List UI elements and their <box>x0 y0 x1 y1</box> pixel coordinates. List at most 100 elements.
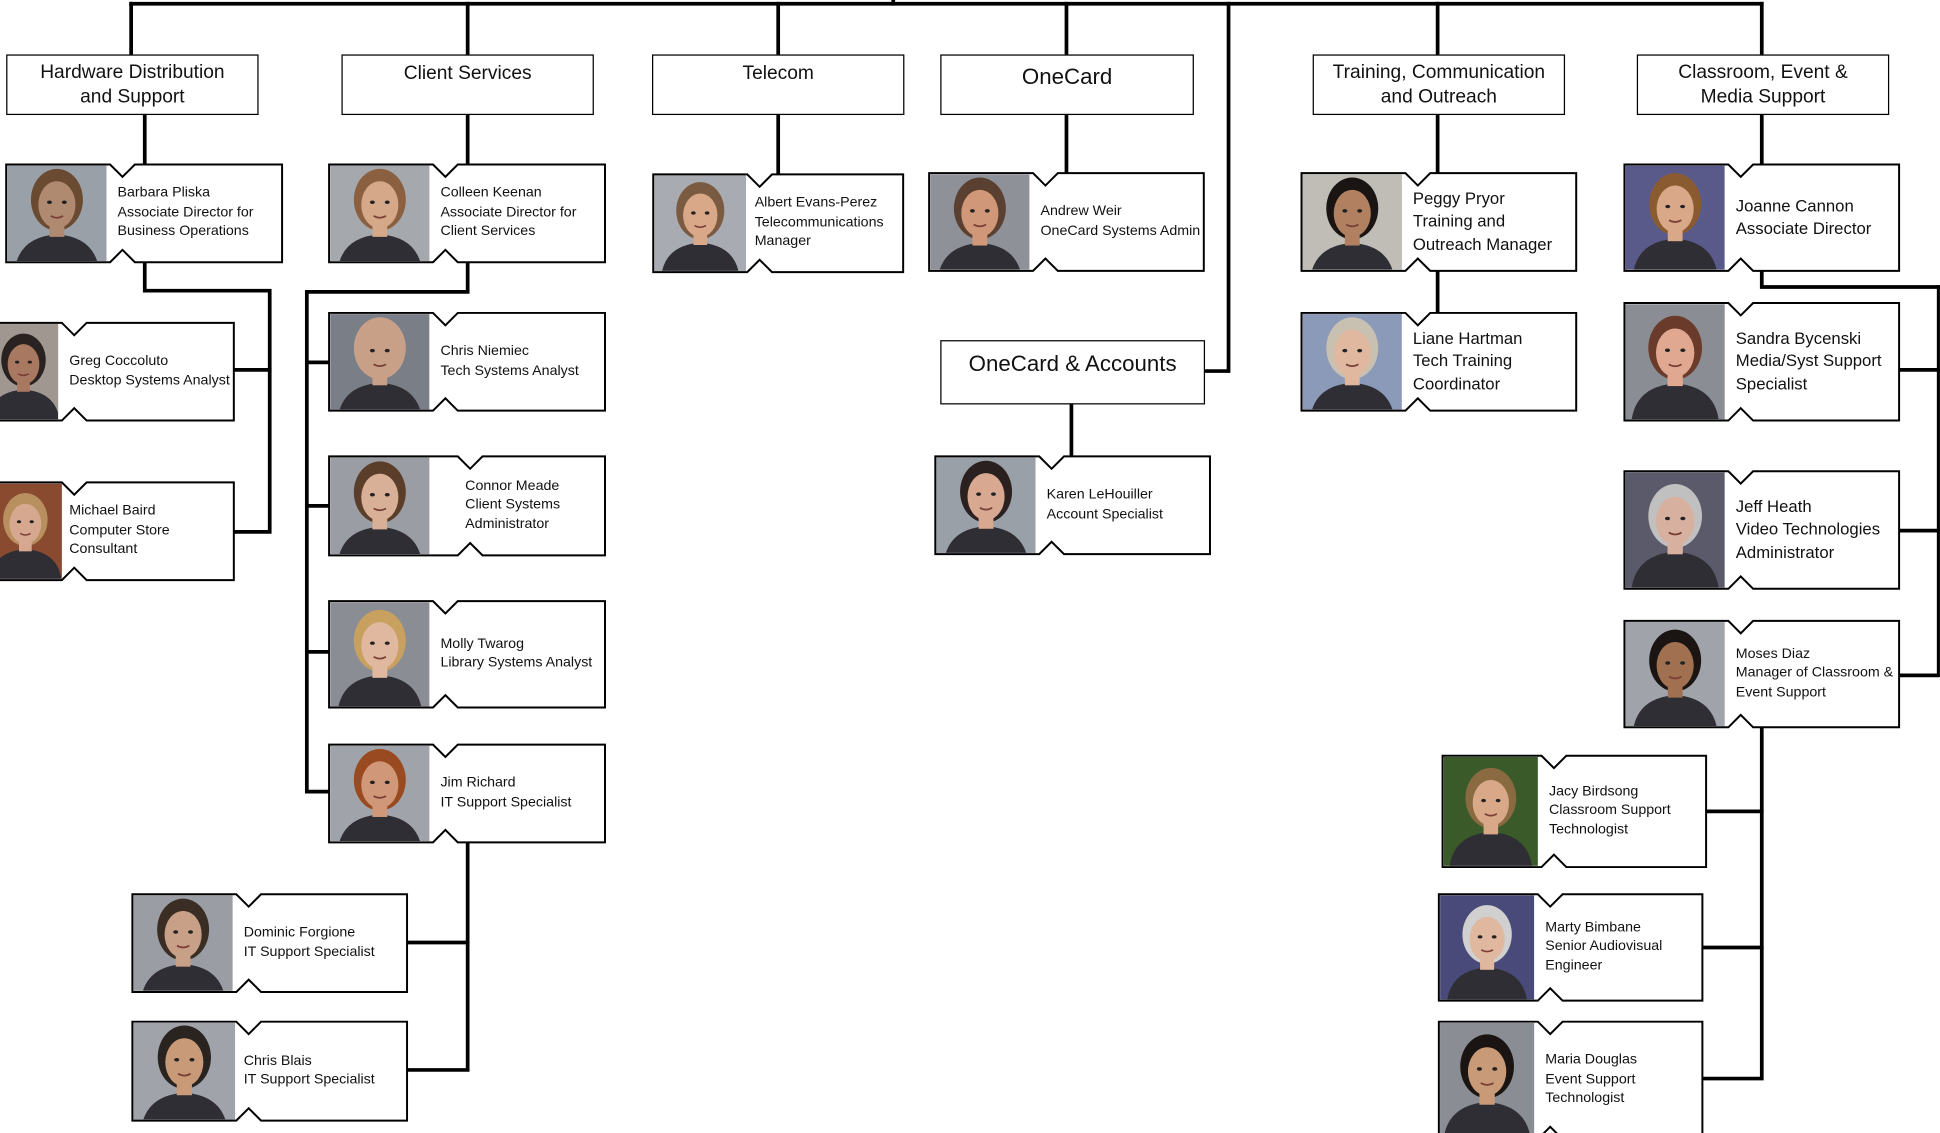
person-info: Moses Diaz Manager of Classroom & Event … <box>1736 621 1897 727</box>
person-title: Administrator <box>1735 542 1835 562</box>
person-info: Albert Evans-Perez Telecommunications Ma… <box>755 174 901 272</box>
person-name: Dominic Forgione <box>243 925 356 941</box>
person-name: Peggy Pryor <box>1412 188 1505 208</box>
person-info: Sandra Bycenski Media/Syst Support Speci… <box>1736 303 1897 421</box>
person-title: Coordinator <box>1412 374 1501 394</box>
person-name: Greg Coccoluto <box>69 353 169 369</box>
dept-onecard: OneCard <box>940 54 1194 116</box>
person-info: Dominic Forgione IT Support Specialist <box>244 894 405 992</box>
person-card-joanne-cannon: Joanne Cannon Associate Director <box>1623 163 1901 272</box>
person-title: Training and <box>1412 211 1506 231</box>
person-card-dominic-forgione: Dominic Forgione IT Support Specialist <box>131 893 409 993</box>
person-info: Jacy Birdsong Classroom Support Technolo… <box>1549 756 1704 867</box>
person-name: Connor Meade <box>465 478 560 494</box>
person-title: Telecommunications <box>754 214 884 230</box>
person-title: Engineer <box>1545 958 1603 974</box>
person-title: Event Support <box>1545 1072 1636 1087</box>
person-name: Sandra Bycenski <box>1735 328 1862 348</box>
person-title: Specialist <box>1735 374 1808 394</box>
person-title: Library Systems Analyst <box>440 655 593 671</box>
person-name: Chris Blais <box>243 1053 312 1069</box>
person-card-barbara-pliska: Barbara Pliska Associate Director for Bu… <box>5 163 284 264</box>
person-name: Jacy Birdsong <box>1548 783 1639 799</box>
person-photo <box>1440 895 1535 1000</box>
person-photo <box>1625 622 1725 727</box>
person-card-liane-hartman: Liane Hartman Tech Training Coordinator <box>1300 311 1578 412</box>
person-card-jeff-heath: Jeff Heath Video Technologies Administra… <box>1623 470 1901 590</box>
person-title: OneCard Systems Admin <box>1040 223 1201 239</box>
person-title: Client Services <box>440 224 536 240</box>
person-name: Albert Evans-Perez <box>754 195 878 211</box>
person-name: Colleen Keenan <box>440 185 542 201</box>
dept-client-services: Client Services <box>341 54 594 116</box>
person-photo <box>330 314 430 410</box>
dept-drop <box>1203 1 1231 373</box>
person-card-peggy-pryor: Peggy Pryor Training and Outreach Manage… <box>1300 172 1578 272</box>
dept-title: Training, Communication <box>1332 61 1546 83</box>
person-info: Connor Meade Client Systems Administrato… <box>465 456 602 555</box>
person-title: IT Support Specialist <box>440 794 572 810</box>
person-title: Account Specialist <box>1046 506 1163 522</box>
person-card-colleen-keenan: Colleen Keenan Associate Director for Cl… <box>328 163 606 264</box>
dept-title: and Outreach <box>1380 85 1497 107</box>
person-title: IT Support Specialist <box>243 1072 375 1088</box>
person-info: Chris Niemiec Tech Systems Analyst <box>440 313 602 411</box>
person-info: Andrew Weir OneCard Systems Admin <box>1040 173 1201 271</box>
person-card-connor-meade: Connor Meade Client Systems Administrato… <box>328 455 606 557</box>
person-title: Video Technologies <box>1735 519 1881 539</box>
card-frame <box>0 321 235 422</box>
person-info: Liane Hartman Tech Training Coordinator <box>1413 313 1574 411</box>
classroom-connector <box>1898 285 1940 678</box>
person-title: IT Support Specialist <box>243 944 375 960</box>
dept-title: Telecom <box>742 63 814 85</box>
person-name: Andrew Weir <box>1040 204 1122 219</box>
person-info: Molly Twarog Library Systems Analyst <box>440 601 602 707</box>
dept-title: OneCard & Accounts <box>968 351 1177 377</box>
person-title: Consultant <box>69 542 138 557</box>
person-info: Marty Bimbane Senior Audiovisual Enginee… <box>1545 894 1700 1000</box>
person-title: Tech Training <box>1412 351 1513 371</box>
person-name: Maria Douglas <box>1545 1052 1638 1068</box>
person-photo <box>654 175 747 271</box>
person-name: Joanne Cannon <box>1735 196 1854 215</box>
person-title: Classroom Support <box>1548 803 1671 818</box>
person-photo <box>330 745 430 842</box>
person-info: Greg Coccoluto Desktop Systems Analyst <box>69 323 231 421</box>
person-card-karen-lehouiller: Karen LeHouiller Account Specialist <box>934 455 1211 556</box>
classroom-connector <box>1701 726 1764 1081</box>
person-name: Michael Baird <box>69 503 156 519</box>
person-photo <box>330 165 430 261</box>
person-title: Senior Audiovisual <box>1545 939 1663 954</box>
person-title: Manager <box>754 234 811 249</box>
person-title: Associate Director <box>1735 218 1872 238</box>
person-info: Michael Baird Computer Store Consultant <box>69 482 231 580</box>
person-photo <box>0 483 62 579</box>
person-title: Media/Syst Support <box>1735 351 1882 371</box>
person-photo <box>1302 314 1402 410</box>
person-info: Colleen Keenan Associate Director for Cl… <box>440 165 602 263</box>
person-card-moses-diaz: Moses Diaz Manager of Classroom & Event … <box>1623 619 1901 729</box>
person-info: Barbara Pliska Associate Director for Bu… <box>118 165 280 263</box>
person-card-chris-blais: Chris Blais IT Support Specialist <box>131 1020 409 1122</box>
person-photo <box>1302 174 1402 270</box>
person-name: Karen LeHouiller <box>1046 487 1153 503</box>
person-card-molly-twarog: Molly Twarog Library Systems Analyst <box>328 600 606 709</box>
client-connector <box>304 260 470 794</box>
person-title: Administrator <box>465 516 550 532</box>
person-name: Moses Diaz <box>1735 646 1811 662</box>
person-title: Manager of Classroom & <box>1735 665 1894 681</box>
dept-title: OneCard <box>1021 64 1113 90</box>
person-name: Chris Niemiec <box>440 343 529 359</box>
person-info: Jim Richard IT Support Specialist <box>440 745 602 843</box>
person-title: Client Systems <box>465 497 561 513</box>
person-card-greg-coccoluto: Greg Coccoluto Desktop Systems Analyst <box>0 321 235 422</box>
person-title: Associate Director for <box>117 205 254 220</box>
person-title: Event Support <box>1735 684 1826 700</box>
person-title: Associate Director for <box>440 205 577 220</box>
person-card-albert-evans-perez: Albert Evans-Perez Telecommunications Ma… <box>652 173 905 274</box>
person-title: Computer Store <box>69 522 170 538</box>
person-card-jacy-birdsong: Jacy Birdsong Classroom Support Technolo… <box>1441 754 1708 869</box>
person-card-michael-baird: Michael Baird Computer Store Consultant <box>0 481 235 582</box>
